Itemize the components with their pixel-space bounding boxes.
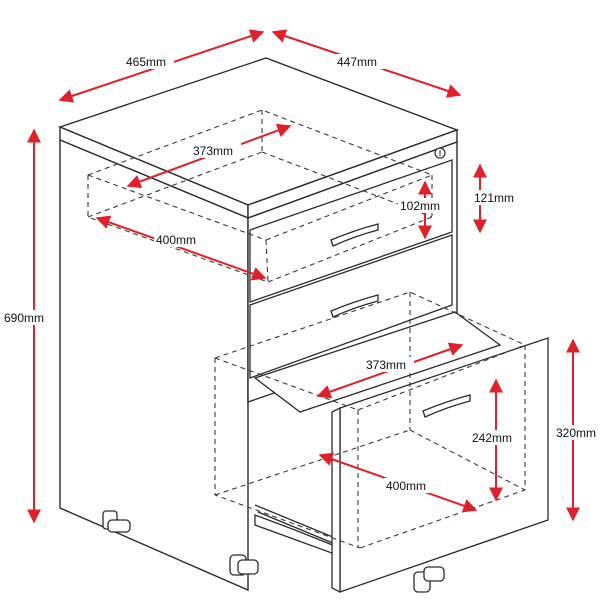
label-373mm-top: 373mm xyxy=(193,144,233,158)
label-465mm: 465mm xyxy=(126,55,166,69)
left-side-panel xyxy=(59,138,249,592)
label-690mm: 690mm xyxy=(4,311,44,325)
lock-icon xyxy=(434,147,446,159)
file-drawer-handle xyxy=(422,394,471,418)
label-102mm: 102mm xyxy=(400,199,440,213)
label-400mm-top: 400mm xyxy=(156,233,196,247)
label-242mm: 242mm xyxy=(472,431,512,445)
second-drawer-handle xyxy=(330,294,379,318)
dim-400-top-line xyxy=(95,215,267,281)
label-400mm-file: 400mm xyxy=(386,479,426,493)
label-121mm: 121mm xyxy=(474,191,514,205)
castor-middle xyxy=(229,554,259,576)
castor-right xyxy=(413,566,445,593)
label-320mm: 320mm xyxy=(556,426,596,440)
castors xyxy=(102,510,445,593)
top-drawer-handle xyxy=(330,223,379,247)
second-drawer xyxy=(249,234,453,379)
label-373mm-file: 373mm xyxy=(366,358,406,372)
label-447mm: 447mm xyxy=(337,55,377,69)
dimension-labels: 465mm 447mm 690mm 373mm 400mm 102mm 121m… xyxy=(2,54,608,493)
castor-left xyxy=(102,510,131,533)
